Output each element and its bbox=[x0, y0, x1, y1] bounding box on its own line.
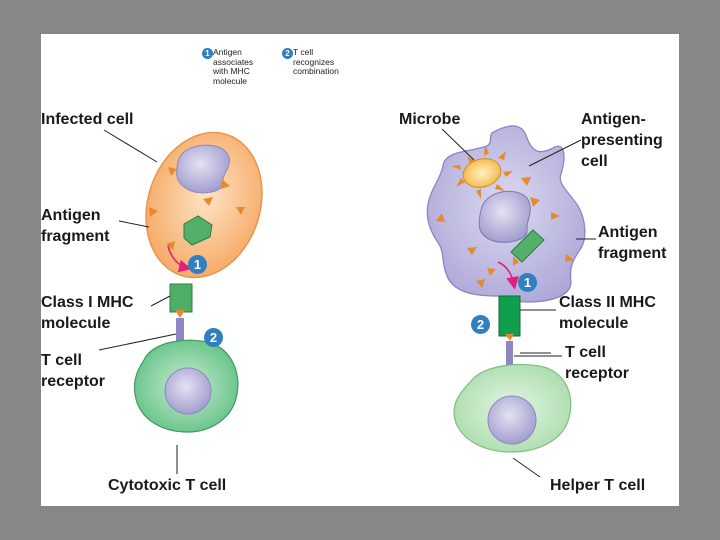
t-cell-receptor-right bbox=[506, 341, 513, 365]
label-antigen-fragment-right: Antigen fragment bbox=[598, 224, 667, 262]
antigen-protein-right-notch bbox=[513, 256, 519, 266]
label-antigen-fragment-left: Antigen fragment bbox=[41, 207, 110, 245]
arrow-right-step1 bbox=[497, 261, 519, 290]
antigen-protein-right bbox=[510, 229, 545, 263]
helper-nucleus bbox=[487, 395, 537, 445]
label-t-cell-receptor-right: T cell receptor bbox=[565, 344, 630, 382]
label-t-cell-receptor-left: T cell receptor bbox=[41, 352, 106, 390]
diagram-art bbox=[98, 125, 596, 478]
antigen-fragments-right bbox=[436, 177, 574, 288]
label-antigen-presenting-cell: Antigen- presenting cell bbox=[581, 111, 663, 170]
arrow-left-step1 bbox=[167, 245, 192, 273]
legend-step2-text: T cell recognizes combination bbox=[293, 47, 339, 76]
left-step2-marker: 2 bbox=[204, 328, 223, 347]
label-class-ii-mhc: Class II MHC molecule bbox=[559, 294, 656, 332]
right-leader-lines bbox=[441, 128, 596, 478]
label-infected-cell: Infected cell bbox=[41, 111, 134, 128]
label-cytotoxic-t-cell: Cytotoxic T cell bbox=[108, 477, 227, 494]
label-helper-t-cell: Helper T cell bbox=[550, 477, 646, 494]
cytotoxic-t-cell bbox=[133, 339, 239, 433]
legend-step2-badge: 2 bbox=[282, 48, 293, 59]
class-ii-mhc bbox=[498, 295, 521, 337]
antigen-protein-left bbox=[183, 215, 213, 246]
antigen-fragments-left bbox=[149, 167, 245, 250]
left-leader-lines bbox=[98, 129, 178, 474]
slide: 1 Antigen associates with MHC molecule 2… bbox=[41, 34, 679, 506]
microbe bbox=[451, 145, 513, 199]
class-i-mhc bbox=[169, 283, 193, 313]
apc-nucleus bbox=[478, 190, 531, 243]
label-microbe: Microbe bbox=[399, 111, 461, 128]
mhc-antigen-left bbox=[175, 310, 185, 318]
mhc-antigen-right bbox=[505, 334, 514, 341]
left-step1-marker: 1 bbox=[188, 255, 207, 274]
label-class-i-mhc: Class I MHC molecule bbox=[41, 294, 134, 332]
right-step1-marker: 1 bbox=[518, 273, 537, 292]
t-cell-receptor-left bbox=[176, 318, 184, 344]
cytotoxic-nucleus bbox=[164, 367, 212, 415]
right-step2-marker: 2 bbox=[471, 315, 490, 334]
legend-step1-text: Antigen associates with MHC molecule bbox=[213, 47, 254, 86]
legend-step1-badge: 1 bbox=[202, 48, 213, 59]
helper-t-cell bbox=[453, 363, 572, 453]
